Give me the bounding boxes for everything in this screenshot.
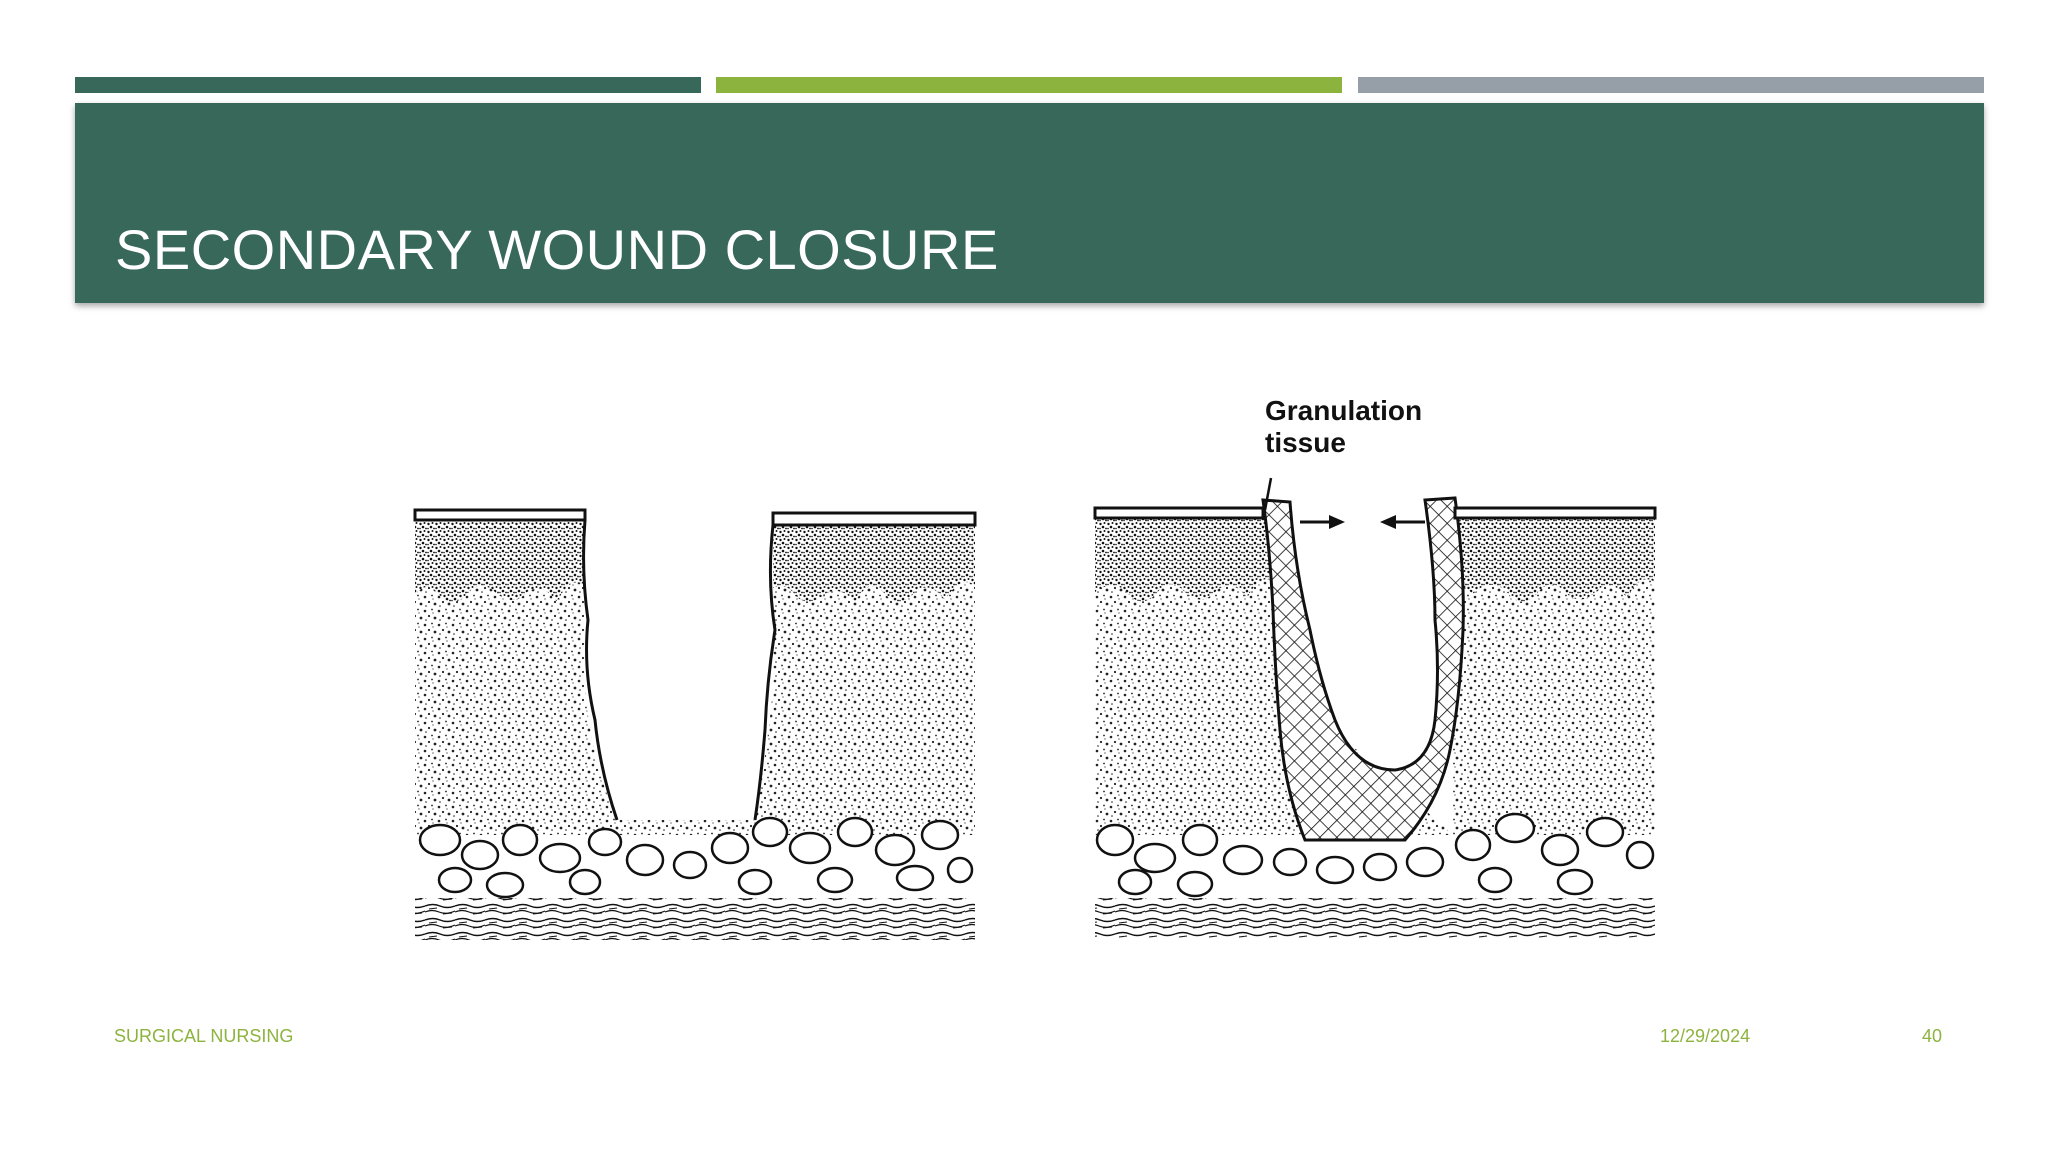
granulating-wound-panel: Granulation tissue (1093, 395, 1657, 938)
accent-bar-lime (716, 77, 1342, 93)
granulation-label-line2: tissue (1265, 427, 1346, 458)
title-banner: SECONDARY WOUND CLOSURE (75, 103, 1984, 303)
footer-date: 12/29/2024 (1660, 1026, 1751, 1046)
granulation-label-line1: Granulation (1265, 395, 1422, 426)
slide-title: SECONDARY WOUND CLOSURE (115, 218, 999, 281)
footer-course-name: SURGICAL NURSING (114, 1026, 294, 1046)
contraction-arrows (1300, 515, 1425, 529)
open-wound-panel (413, 508, 977, 940)
accent-bar-gray (1358, 77, 1984, 93)
accent-bar-green (75, 77, 701, 93)
wound-closure-illustration: Granulation tissue (395, 370, 1675, 990)
slide-number: 40 (1922, 1026, 1943, 1046)
